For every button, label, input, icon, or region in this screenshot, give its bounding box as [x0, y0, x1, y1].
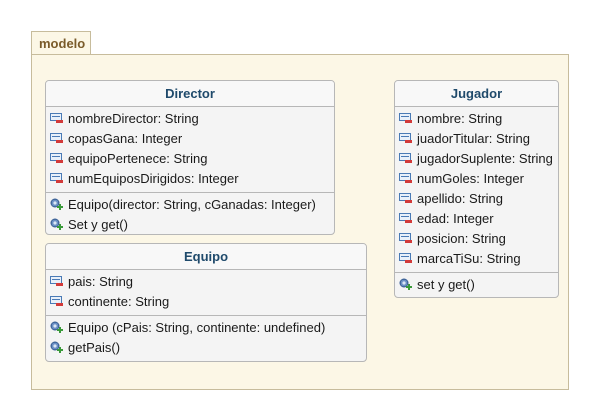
private-attribute-icon: [399, 210, 413, 223]
private-attribute-icon: [50, 110, 64, 123]
operation-text: Set y get(): [68, 217, 128, 232]
attribute-row[interactable]: apellido: String: [395, 189, 558, 209]
public-operation-icon: [50, 216, 64, 230]
package-tab[interactable]: modelo: [31, 31, 91, 54]
attribute-text: continente: String: [68, 294, 170, 309]
attribute-row[interactable]: nombreDirector: String: [46, 109, 334, 129]
private-attribute-icon: [50, 293, 64, 306]
attribute-row[interactable]: numEquiposDirigidos: Integer: [46, 169, 334, 189]
operation-text: Equipo (cPais: String, continente: undef…: [68, 320, 326, 335]
attribute-text: numEquiposDirigidos: Integer: [68, 171, 239, 186]
class-title: Director: [46, 81, 334, 107]
class-jugador[interactable]: Jugador nombre: String juadorTitular: St…: [394, 80, 559, 298]
operation-text: getPais(): [68, 340, 121, 355]
attribute-row[interactable]: nombre: String: [395, 109, 558, 129]
private-attribute-icon: [399, 110, 413, 123]
attributes-compartment: pais: String continente: String: [46, 270, 366, 315]
attribute-text: equipoPertenece: String: [68, 151, 208, 166]
attribute-text: jugadorSuplente: String: [417, 151, 553, 166]
operation-text: set y get(): [417, 277, 475, 292]
attribute-row[interactable]: posicion: String: [395, 229, 558, 249]
public-operation-icon: [50, 319, 64, 333]
attributes-compartment: nombreDirector: String copasGana: Intege…: [46, 107, 334, 192]
attribute-text: marcaTiSu: String: [417, 251, 521, 266]
attributes-compartment: nombre: String juadorTitular: String jug…: [395, 107, 558, 272]
attribute-text: edad: Integer: [417, 211, 494, 226]
private-attribute-icon: [50, 273, 64, 286]
private-attribute-icon: [399, 170, 413, 183]
attribute-text: apellido: String: [417, 191, 503, 206]
attribute-text: numGoles: Integer: [417, 171, 524, 186]
attribute-row[interactable]: juadorTitular: String: [395, 129, 558, 149]
operations-compartment: Equipo (cPais: String, continente: undef…: [46, 315, 366, 361]
private-attribute-icon: [50, 150, 64, 163]
private-attribute-icon: [399, 190, 413, 203]
operation-row[interactable]: set y get(): [395, 275, 558, 295]
operation-row[interactable]: Equipo (cPais: String, continente: undef…: [46, 318, 366, 338]
private-attribute-icon: [399, 230, 413, 243]
attribute-row[interactable]: edad: Integer: [395, 209, 558, 229]
package-name: modelo: [39, 36, 86, 51]
operations-compartment: set y get(): [395, 272, 558, 297]
public-operation-icon: [50, 196, 64, 210]
attribute-row[interactable]: jugadorSuplente: String: [395, 149, 558, 169]
attribute-row[interactable]: pais: String: [46, 272, 366, 292]
private-attribute-icon: [399, 150, 413, 163]
attribute-text: nombre: String: [417, 111, 503, 126]
attribute-text: pais: String: [68, 274, 134, 289]
class-title: Equipo: [46, 244, 366, 270]
attribute-row[interactable]: continente: String: [46, 292, 366, 312]
operations-compartment: Equipo(director: String, cGanadas: Integ…: [46, 192, 334, 234]
attribute-row[interactable]: numGoles: Integer: [395, 169, 558, 189]
public-operation-icon: [50, 339, 64, 353]
operation-text: Equipo(director: String, cGanadas: Integ…: [68, 197, 316, 212]
attribute-text: juadorTitular: String: [417, 131, 530, 146]
class-equipo[interactable]: Equipo pais: String continente: String E…: [45, 243, 367, 362]
attribute-text: posicion: String: [417, 231, 506, 246]
attribute-row[interactable]: marcaTiSu: String: [395, 249, 558, 269]
attribute-row[interactable]: equipoPertenece: String: [46, 149, 334, 169]
operation-row[interactable]: getPais(): [46, 338, 366, 358]
operation-row[interactable]: Equipo(director: String, cGanadas: Integ…: [46, 195, 334, 215]
private-attribute-icon: [50, 130, 64, 143]
public-operation-icon: [399, 276, 413, 290]
attribute-text: nombreDirector: String: [68, 111, 199, 126]
class-director[interactable]: Director nombreDirector: String copasGan…: [45, 80, 335, 235]
attribute-text: copasGana: Integer: [68, 131, 183, 146]
operation-row[interactable]: Set y get(): [46, 215, 334, 234]
private-attribute-icon: [50, 170, 64, 183]
attribute-row[interactable]: copasGana: Integer: [46, 129, 334, 149]
private-attribute-icon: [399, 250, 413, 263]
class-title: Jugador: [395, 81, 558, 107]
private-attribute-icon: [399, 130, 413, 143]
